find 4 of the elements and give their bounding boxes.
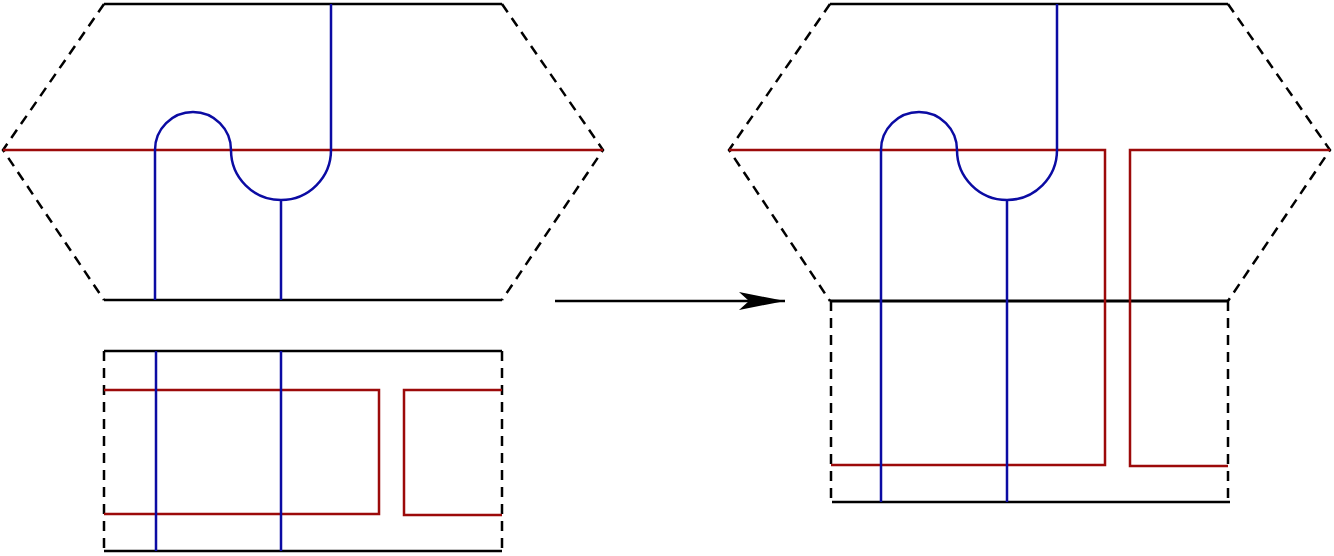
glued-strand-diagram <box>726 1 1333 505</box>
hexagon-strand-diagram <box>0 1 606 303</box>
rectangle-strand-diagram <box>101 348 505 554</box>
arrow <box>555 292 785 310</box>
